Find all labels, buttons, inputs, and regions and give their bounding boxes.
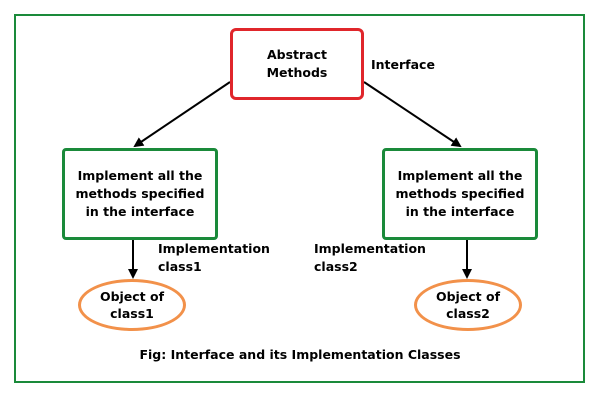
object-class2-text: Object of class2 <box>435 289 501 321</box>
figure-caption: Fig: Interface and its Implementation Cl… <box>139 347 461 362</box>
implementation-box-left: Implement all the methods specified in t… <box>62 148 218 240</box>
interface-label: Interface <box>371 57 435 72</box>
arrow-to-left-box <box>133 81 231 148</box>
implementation-class2-label: Implementation class2 <box>314 241 426 274</box>
object-class2-ellipse: Object of class2 <box>414 279 522 331</box>
implementation-class1-label: Implementation class1 <box>158 241 270 274</box>
diagram-frame <box>14 14 585 383</box>
implementation-box-right: Implement all the methods specified in t… <box>382 148 538 240</box>
object-class1-text: Object of class1 <box>99 289 165 321</box>
abstract-methods-box: Abstract Methods <box>230 28 364 100</box>
arrow-to-right-box <box>363 81 462 148</box>
implementation-box-left-text: Implement all the methods specified in t… <box>75 168 205 219</box>
object-class1-ellipse: Object of class1 <box>78 279 186 331</box>
implementation-box-right-text: Implement all the methods specified in t… <box>395 168 525 219</box>
abstract-methods-text: Abstract Methods <box>266 47 328 80</box>
